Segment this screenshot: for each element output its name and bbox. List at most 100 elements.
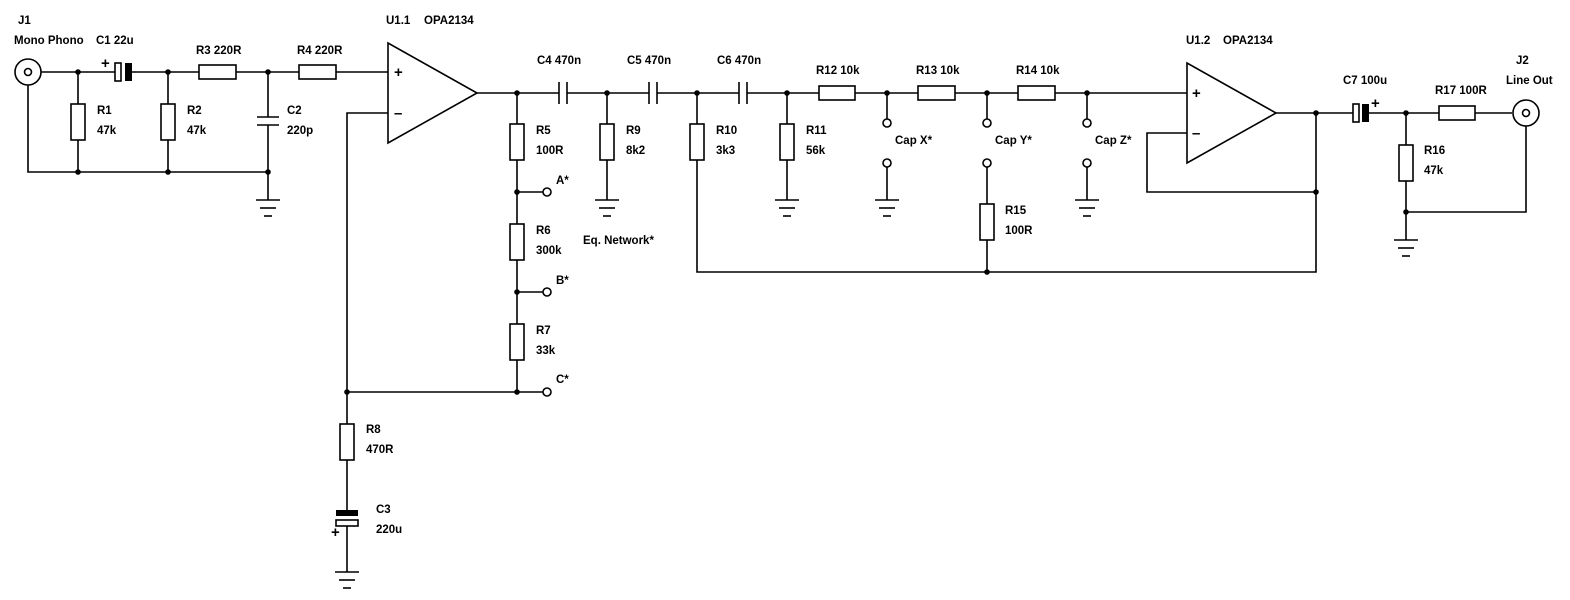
r1-value: 47k <box>97 125 117 137</box>
u1-2-minus: – <box>1192 125 1200 142</box>
u1-1-minus: – <box>394 105 402 122</box>
resistor-r12: R12 10k <box>816 65 860 101</box>
eq-network-note: Eq. Network* <box>583 235 654 247</box>
r15-ref: R15 <box>1005 205 1027 217</box>
u1-1-ref: U1.1 <box>386 15 411 27</box>
c3-value: 220u <box>376 524 402 536</box>
ground-symbol <box>256 199 280 217</box>
c3-plus: + <box>331 524 340 541</box>
capacitor-c7: + C7 100u <box>1343 75 1387 123</box>
r6-value: 300k <box>536 245 562 257</box>
r12-label: R12 10k <box>816 65 860 77</box>
r3-label: R3 220R <box>196 45 242 57</box>
resistor-r10: R10 3k3 <box>689 123 737 161</box>
capacitor-c6: C6 470n <box>717 55 761 104</box>
u1-1-part: OPA2134 <box>424 15 474 27</box>
r7-ref: R7 <box>536 325 551 337</box>
r10-value: 3k3 <box>716 145 735 157</box>
resistor-r16: R16 47k <box>1398 144 1445 182</box>
terminal-cap-z: Cap Z* <box>1082 118 1132 168</box>
u1-1-plus: + <box>394 64 403 81</box>
opamp-u1-2: + – U1.2 OPA2134 <box>1186 35 1278 165</box>
r2-ref: R2 <box>187 105 202 117</box>
u1-2-ref: U1.2 <box>1186 35 1210 47</box>
resistor-r1: R1 47k <box>70 103 117 141</box>
capacitor-c1: + C1 22u <box>96 35 134 82</box>
resistor-r5: R5 100R <box>509 123 564 161</box>
wires <box>27 71 1527 572</box>
capacitor-c3: + C3 220u <box>331 504 402 541</box>
ground-symbol <box>775 199 799 217</box>
resistor-r15: R15 100R <box>979 203 1033 241</box>
resistor-r13: R13 10k <box>916 65 960 101</box>
r10-ref: R10 <box>716 125 737 137</box>
j1-name: Mono Phono <box>14 35 84 47</box>
r11-ref: R11 <box>806 125 827 137</box>
r6-ref: R6 <box>536 225 551 237</box>
resistor-r17: R17 100R <box>1435 85 1487 121</box>
u1-2-plus: + <box>1192 85 1201 102</box>
j2-name: Line Out <box>1506 75 1553 87</box>
j2-ref: J2 <box>1516 55 1529 67</box>
capacitor-c4: C4 470n <box>537 55 581 104</box>
ground-symbol <box>335 571 359 589</box>
terminal-cap-x: Cap X* <box>882 118 933 168</box>
cap-x-label: Cap X* <box>895 135 933 147</box>
capacitor-c5: C5 470n <box>627 55 671 104</box>
r16-value: 47k <box>1424 165 1444 177</box>
resistor-r7: R7 33k <box>509 323 556 361</box>
u1-2-part: OPA2134 <box>1223 35 1273 47</box>
terminal-cap-y: Cap Y* <box>982 118 1032 168</box>
r5-value: 100R <box>536 145 564 157</box>
resistor-r11: R11 56k <box>779 123 827 161</box>
r9-value: 8k2 <box>626 145 645 157</box>
terminal-c-label: C* <box>556 374 569 386</box>
ground-symbol <box>595 199 619 217</box>
j1-ref: J1 <box>18 15 31 27</box>
capacitor-c2: C2 220p <box>257 105 313 137</box>
resistor-r8: R8 470R <box>339 423 394 461</box>
terminal-c: C* <box>542 374 569 397</box>
c1-plus: + <box>101 55 110 72</box>
c7-label: C7 100u <box>1343 75 1387 87</box>
cap-z-label: Cap Z* <box>1095 135 1132 147</box>
ground-symbol <box>1075 199 1099 217</box>
resistor-r6: R6 300k <box>509 223 562 261</box>
r17-label: R17 100R <box>1435 85 1487 97</box>
connector-j1: J1 Mono Phono <box>14 15 84 86</box>
r8-ref: R8 <box>366 424 381 436</box>
c1-label: C1 22u <box>96 35 134 47</box>
resistor-r3: R3 220R <box>196 45 242 80</box>
terminal-a: A* <box>542 175 569 197</box>
ground-symbol <box>875 199 899 217</box>
c2-value: 220p <box>287 125 313 137</box>
r9-ref: R9 <box>626 125 641 137</box>
connector-j2: J2 Line Out <box>1506 55 1553 127</box>
terminal-a-label: A* <box>556 175 569 187</box>
r1-ref: R1 <box>97 105 112 117</box>
r4-label: R4 220R <box>297 45 343 57</box>
c2-ref: C2 <box>287 105 302 117</box>
r8-value: 470R <box>366 444 394 456</box>
c6-label: C6 470n <box>717 55 761 67</box>
r16-ref: R16 <box>1424 145 1445 157</box>
resistor-r4: R4 220R <box>297 45 343 80</box>
c4-label: C4 470n <box>537 55 581 67</box>
resistor-r9: R9 8k2 <box>599 123 645 161</box>
r15-value: 100R <box>1005 225 1033 237</box>
cap-y-label: Cap Y* <box>995 135 1032 147</box>
r13-label: R13 10k <box>916 65 960 77</box>
terminal-b: B* <box>542 275 569 297</box>
c3-ref: C3 <box>376 504 391 516</box>
terminal-b-label: B* <box>556 275 569 287</box>
ground-symbol <box>1394 239 1418 257</box>
r5-ref: R5 <box>536 125 551 137</box>
r11-value: 56k <box>806 145 826 157</box>
r2-value: 47k <box>187 125 207 137</box>
r14-label: R14 10k <box>1016 65 1060 77</box>
resistor-r2: R2 47k <box>160 103 207 141</box>
c5-label: C5 470n <box>627 55 671 67</box>
resistor-r14: R14 10k <box>1016 65 1060 101</box>
junctions <box>75 69 1409 395</box>
